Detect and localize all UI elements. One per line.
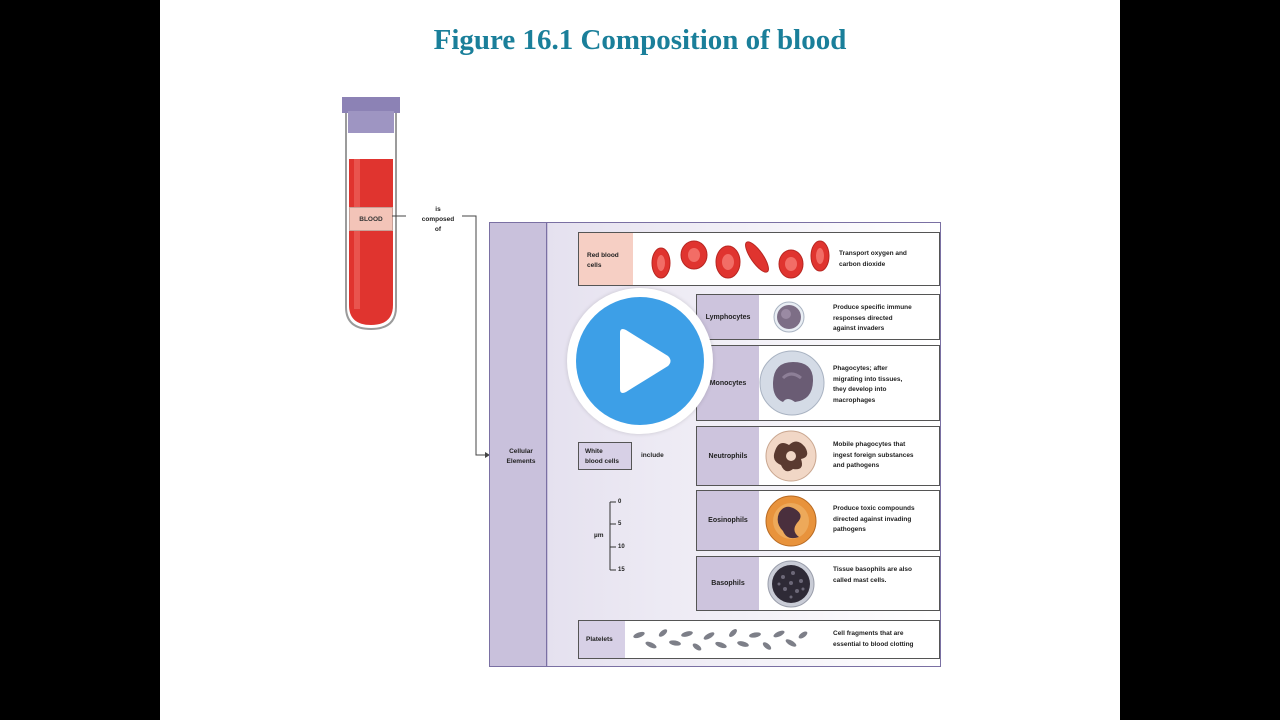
neutrophil-illustration	[765, 430, 817, 482]
platelets-description: Cell fragments that are essential to blo…	[833, 630, 914, 648]
basophil-illustration	[767, 560, 815, 608]
wbc-name-eosinophils: Eosinophils	[697, 491, 759, 550]
wbc-label: White blood cells	[585, 448, 619, 465]
wbc-box: White blood cells	[578, 442, 632, 470]
blood-label-box: BLOOD	[349, 207, 393, 231]
wbc-name-lymphocytes: Lymphocytes	[697, 295, 759, 339]
wbc-name-neutrophils: Neutrophils	[697, 427, 759, 485]
scale-unit: µm	[594, 532, 604, 539]
wbc-row-basophils: Basophils Tissue basophils are also call…	[696, 556, 940, 611]
eosinophil-illustration	[765, 495, 817, 547]
lymphocyte-illustration	[773, 301, 805, 333]
wbc-desc-lymphocytes: Produce specific immune responses direct…	[833, 304, 912, 332]
scale-bar: µm 0 5 10 15	[590, 499, 640, 575]
rbc-description: Transport oxygen and carbon dioxide	[839, 250, 907, 268]
wbc-row-lymphocytes: Lymphocytes Produce specific immune resp…	[696, 294, 940, 340]
tube-cap-bottom	[348, 111, 394, 133]
cellular-elements-divider	[546, 222, 547, 666]
plasma-layer	[349, 133, 393, 159]
play-button[interactable]	[567, 288, 713, 434]
scale-tick-15: 15	[618, 567, 625, 573]
monocyte-illustration	[759, 350, 825, 416]
wbc-desc-basophils: Tissue basophils are also called mast ce…	[833, 566, 912, 584]
wbc-desc-eosinophils: Produce toxic compounds directed against…	[833, 505, 915, 533]
play-button-circle[interactable]	[576, 297, 704, 425]
platelets-name-cell	[579, 621, 625, 658]
wbc-row-monocytes: Monocytes Phagocytes; after migrating in…	[696, 345, 940, 421]
wbc-row-neutrophils: Neutrophils Mobile phagocytes that inges…	[696, 426, 940, 486]
platelets-label: Platelets	[586, 636, 613, 643]
scale-tick-5: 5	[618, 521, 622, 527]
slide: Figure 16.1 Composition of blood BLOOD i…	[160, 0, 1120, 720]
scale-tick-10: 10	[618, 544, 625, 550]
platelets-row: Platelets Cell fragments that	[578, 620, 940, 659]
play-icon	[620, 329, 671, 393]
wbc-row-eosinophils: Eosinophils Produce toxic compounds dire…	[696, 490, 940, 551]
rbc-label: Red blood cells	[587, 252, 619, 269]
figure-title: Figure 16.1 Composition of blood	[433, 24, 847, 56]
cellular-elements-label: Cellular Elements	[506, 448, 536, 465]
blood-label: BLOOD	[359, 215, 383, 223]
rbc-illustration	[651, 240, 830, 279]
wbc-desc-neutrophils: Mobile phagocytes that ingest foreign su…	[833, 441, 914, 469]
include-label: include	[641, 452, 664, 459]
wbc-name-basophils: Basophils	[697, 557, 759, 610]
tube-cap-top	[342, 97, 400, 113]
platelets-illustration	[633, 629, 808, 651]
wbc-desc-monocytes: Phagocytes; after migrating into tissues…	[833, 365, 903, 404]
rbc-row: Red blood cells Transport oxygen and	[578, 232, 940, 286]
rbc-name-cell	[579, 233, 633, 285]
scale-tick-0: 0	[618, 499, 622, 505]
blood-tube-illustration	[342, 97, 400, 331]
connector-text: is composed of	[421, 206, 455, 233]
